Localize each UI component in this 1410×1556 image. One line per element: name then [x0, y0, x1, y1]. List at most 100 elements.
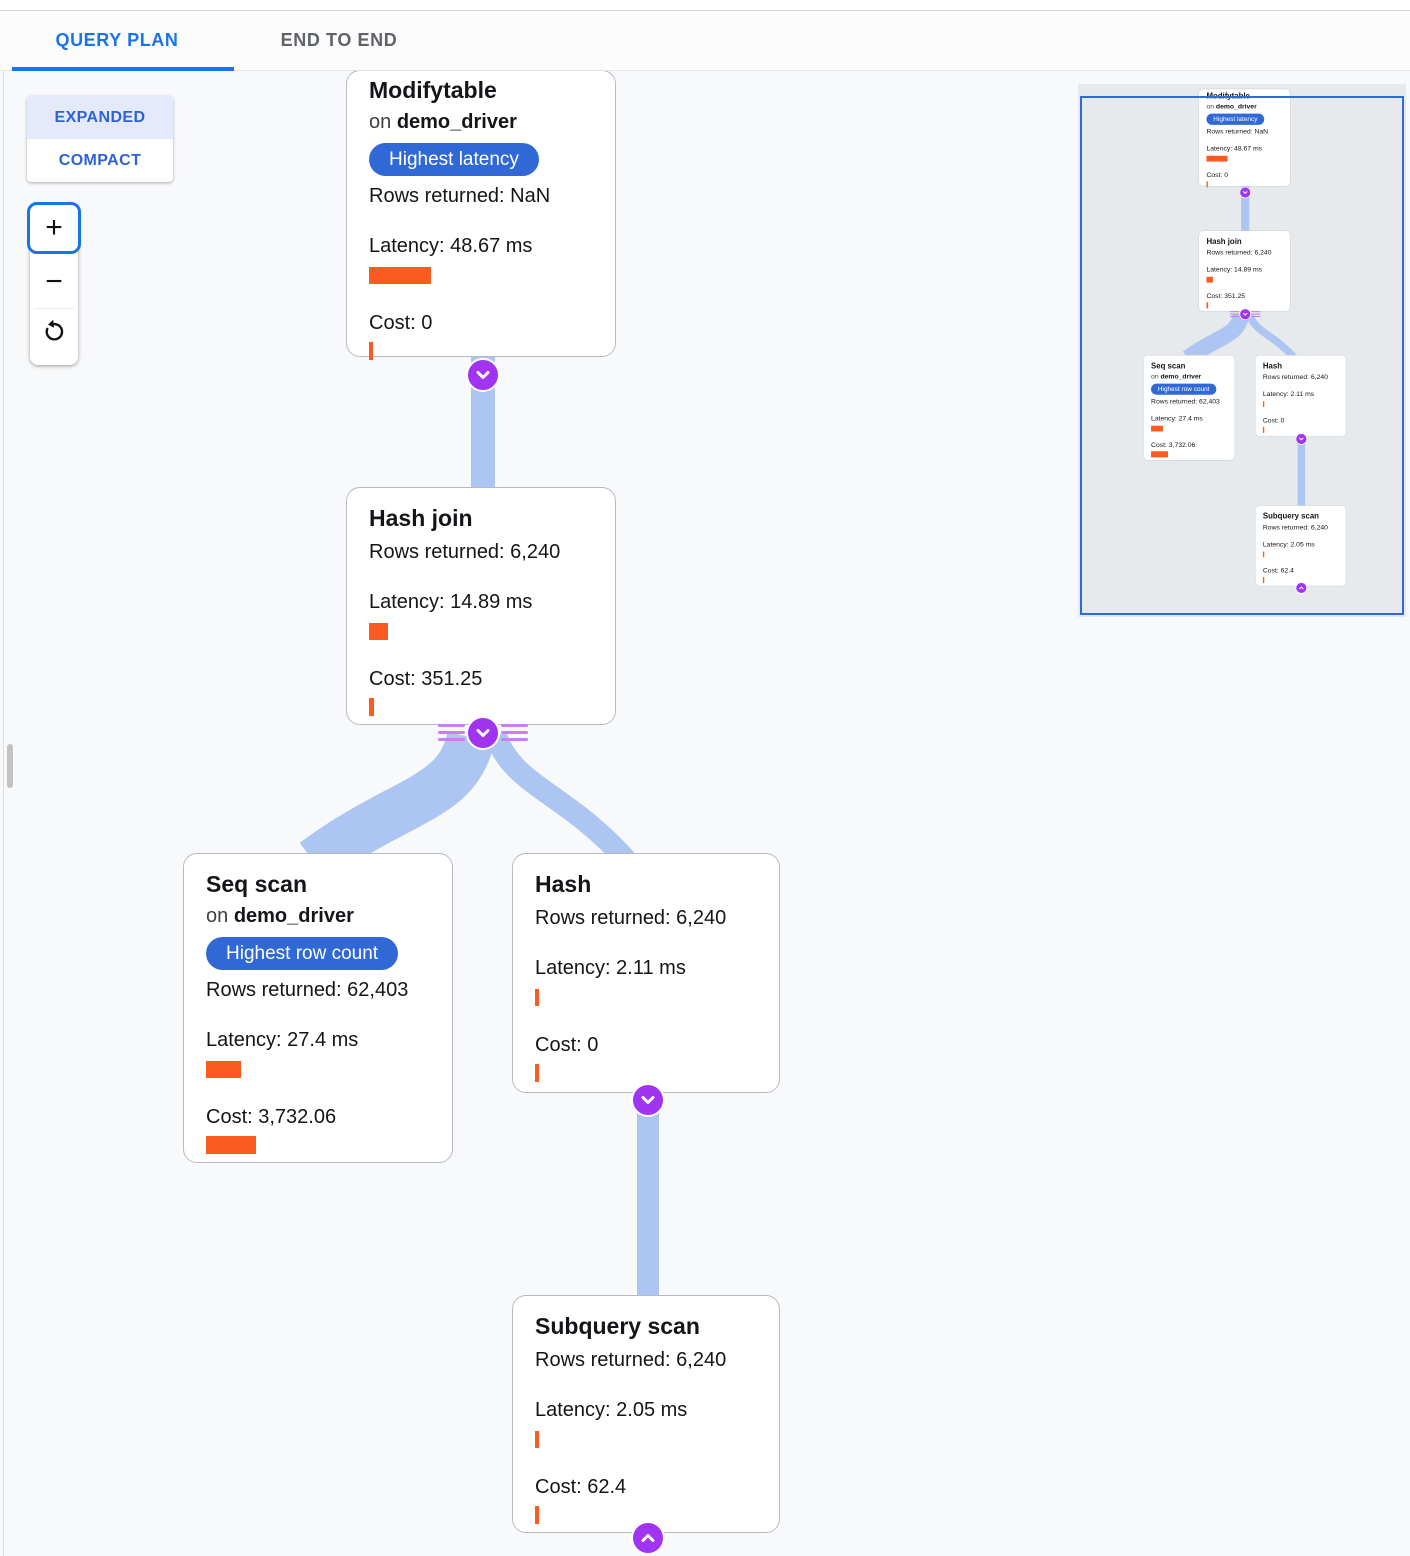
expanded-toggle-button[interactable]: EXPANDED: [27, 96, 173, 139]
chevron-down-icon: [1243, 191, 1248, 194]
collapse-hash-button[interactable]: [631, 1083, 665, 1117]
collapse-modifytable-button[interactable]: [466, 358, 500, 392]
node-table-name: on demo_driver: [206, 903, 430, 929]
plan-node-hash: Hash Rows returned: 6,240 Latency: 2.11 …: [1255, 355, 1347, 437]
chevron-up-icon: [641, 1534, 655, 1542]
plan-node-hash-join[interactable]: Hash join Rows returned: 6,240 Latency: …: [346, 487, 616, 725]
highest-latency-badge: Highest latency: [1206, 113, 1265, 125]
on-prefix: on: [206, 905, 229, 927]
latency-bar: [1206, 155, 1228, 162]
plan-edges: [1182, 185, 1306, 508]
highest-row-count-badge: Highest row count: [1151, 383, 1217, 395]
reset-view-icon: [41, 318, 68, 353]
latency-line: Latency: 2.05 ms: [1262, 540, 1315, 549]
latency-line: Latency: 27.4 ms: [206, 1029, 359, 1051]
cost-bar: [206, 1136, 256, 1154]
node-title: Seq scan: [1151, 361, 1186, 370]
node-title: Hash: [1262, 361, 1283, 370]
rows-returned-line: Rows returned: 62,403: [1151, 397, 1220, 406]
latency-bar: [535, 989, 539, 1006]
latency-bar: [535, 1431, 539, 1448]
table-name: demo_driver: [1160, 372, 1202, 381]
cost-line: Cost: 3,732.06: [1151, 441, 1196, 449]
latency-bar: [1262, 551, 1265, 558]
tab-query-plan-label: QUERY PLAN: [55, 30, 179, 50]
rows-returned-line: Rows returned: 6,240: [1206, 248, 1272, 257]
window-top-strip: [0, 0, 1410, 11]
compact-label: COMPACT: [58, 151, 142, 169]
latency-line: Latency: 2.11 ms: [1262, 390, 1315, 398]
cost-bar: [1151, 451, 1169, 458]
cost-bar: [1206, 302, 1209, 309]
plan-node-subquery-scan[interactable]: Subquery scan Rows returned: 6,240 Laten…: [512, 1295, 780, 1533]
active-tab-indicator: [12, 67, 234, 71]
table-name: demo_driver: [1215, 102, 1257, 111]
expand-subquery-scan-button[interactable]: [631, 1521, 665, 1555]
cost-line: Cost: 0: [1262, 416, 1285, 425]
plan-node-seq-scan[interactable]: Seq scan on demo_driver Highest row coun…: [183, 853, 453, 1163]
cost-bar: [535, 1064, 539, 1082]
rows-returned-line: Rows returned: 6,240: [535, 907, 727, 929]
tab-query-plan[interactable]: QUERY PLAN: [6, 11, 234, 71]
node-title: Subquery scan: [1262, 511, 1319, 521]
edge-hashjoin-hash: [485, 731, 637, 870]
reset-view-button[interactable]: [30, 309, 78, 362]
latency-line: Latency: 14.89 ms: [369, 591, 533, 613]
plan-node-modifytable: Modifytable on demo_driver Highest laten…: [1198, 88, 1291, 188]
edge-hashjoin-seqscan: [299, 730, 495, 882]
zoom-controls: + −: [27, 202, 81, 365]
vertical-scrollbar-thumb[interactable]: [7, 744, 13, 788]
plan-node-modifytable[interactable]: Modifytable on demo_driver Highest laten…: [346, 70, 616, 360]
rows-returned-line: Rows returned: 62,403: [206, 979, 409, 1001]
expanded-label: EXPANDED: [54, 108, 146, 126]
latency-line: Latency: 2.05 ms: [535, 1399, 688, 1421]
latency-bar: [1262, 401, 1265, 408]
plan-node-seq-scan: Seq scan on demo_driver Highest row coun…: [1143, 355, 1236, 461]
cost-bar: [369, 698, 374, 716]
node-title: Hash join: [1206, 236, 1242, 246]
tab-end-to-end[interactable]: END TO END: [228, 11, 450, 70]
zoom-in-button[interactable]: +: [27, 202, 81, 254]
view-mode-toggle: EXPANDED COMPACT: [27, 96, 173, 182]
tab-bar: QUERY PLAN END TO END: [0, 11, 1410, 71]
rows-returned-line: Rows returned: NaN: [1206, 127, 1269, 136]
chevron-down-icon: [641, 1096, 655, 1104]
highest-row-count-badge: Highest row count: [206, 937, 399, 970]
cost-bar: [1206, 181, 1208, 188]
plan-node-hash[interactable]: Hash Rows returned: 6,240 Latency: 2.11 …: [512, 853, 780, 1093]
latency-bar: [1151, 425, 1163, 432]
plan-node-subquery-scan: Subquery scan Rows returned: 6,240 Laten…: [1255, 505, 1347, 587]
chevron-down-icon: [1243, 312, 1248, 316]
edge-stripes-left: [438, 724, 465, 741]
cost-bar: [1262, 577, 1265, 584]
node-title: Hash join: [369, 505, 473, 531]
cost-line: Cost: 3,732.06: [206, 1106, 337, 1128]
plan-node-hash-join: Hash join Rows returned: 6,240 Latency: …: [1198, 230, 1291, 312]
latency-bar: [1206, 276, 1213, 283]
latency-line: Latency: 14.89 ms: [1206, 265, 1263, 274]
zoom-out-button[interactable]: −: [30, 255, 78, 308]
node-title: Seq scan: [206, 871, 307, 897]
rows-returned-line: Rows returned: 6,240: [1262, 523, 1328, 532]
on-prefix: on: [1206, 102, 1215, 111]
cost-bar: [535, 1506, 539, 1524]
chevron-down-icon: [476, 371, 490, 379]
collapse-modifytable-button: [1239, 186, 1251, 199]
rows-returned-line: Rows returned: 6,240: [369, 541, 561, 563]
latency-line: Latency: 2.11 ms: [535, 957, 686, 979]
minimap[interactable]: Modifytable on demo_driver Highest laten…: [1078, 84, 1406, 617]
collapse-hash-join-button[interactable]: [466, 716, 500, 750]
cost-line: Cost: 62.4: [535, 1476, 627, 1498]
edge-stripes-right: [501, 724, 528, 741]
edge-hashjoin-seqscan: [1182, 313, 1250, 365]
node-table-name: on demo_driver: [369, 109, 593, 135]
collapse-hash-join-button: [1239, 308, 1251, 320]
compact-toggle-button[interactable]: COMPACT: [27, 139, 173, 182]
latency-line: Latency: 48.67 ms: [1206, 144, 1263, 153]
expand-subquery-scan-button: [1295, 582, 1308, 594]
latency-bar: [369, 623, 388, 640]
rows-returned-line: Rows returned: 6,240: [535, 1349, 727, 1371]
edge-stripes-left: [1229, 311, 1240, 317]
